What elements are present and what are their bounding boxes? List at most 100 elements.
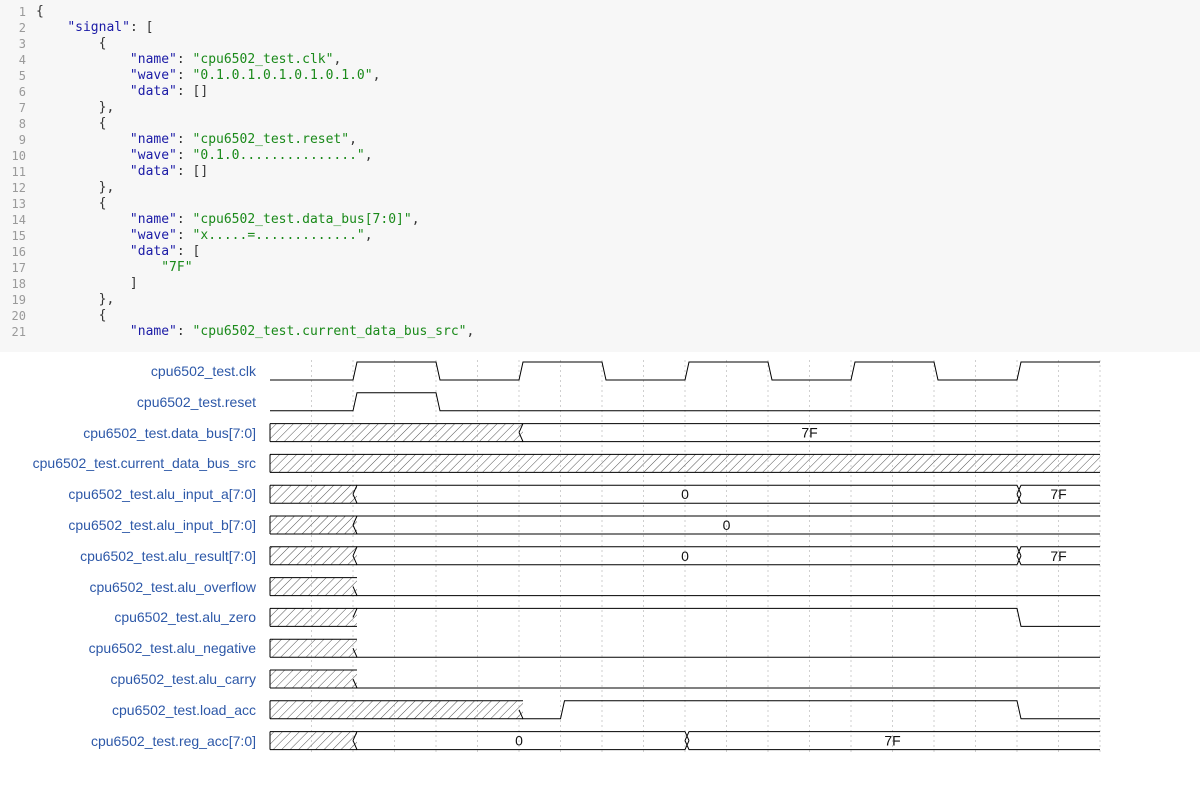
- signal-label: cpu6502_test.clk: [150, 363, 256, 379]
- json-punct: :: [176, 68, 193, 83]
- signal-trace: [352, 647, 1100, 658]
- json-punct: },: [36, 180, 115, 195]
- signal-row: [269, 638, 1100, 658]
- json-string: "0.1.0.1.0.1.0.1.0.1.0": [192, 68, 373, 83]
- bus-segment: [1016, 484, 1100, 504]
- undefined-outline: [269, 546, 357, 566]
- json-punct: [36, 228, 130, 243]
- json-string: "cpu6502_test.reset": [192, 132, 350, 147]
- json-key: "name": [129, 212, 177, 227]
- undefined-segment: [270, 546, 357, 565]
- json-punct: [36, 164, 130, 179]
- undefined-segment: [270, 423, 523, 442]
- bus-segment: [352, 515, 1100, 535]
- line-number: 15: [11, 229, 26, 243]
- bus-value: 0: [681, 548, 689, 564]
- code-text: "data": []: [36, 164, 208, 180]
- json-punct: {: [36, 308, 107, 323]
- json-key: "wave": [129, 148, 177, 163]
- bus-value: 7F: [801, 425, 817, 441]
- signal-label: cpu6502_test.load_acc: [112, 701, 256, 718]
- undefined-outline: [269, 515, 357, 535]
- json-punct: {: [36, 196, 107, 211]
- code-editor[interactable]: 1{2 "signal": [3 {4 "name": "cpu6502_tes…: [0, 0, 1200, 352]
- json-punct: ,: [466, 324, 475, 339]
- json-punct: ,: [411, 212, 420, 227]
- line-number: 20: [11, 309, 26, 323]
- signal-label: cpu6502_test.alu_result[7:0]: [80, 547, 256, 564]
- json-punct: :: [176, 324, 193, 339]
- signal-label: cpu6502_test.reset: [136, 393, 256, 410]
- json-key: "wave": [129, 228, 177, 243]
- json-string: "cpu6502_test.current_data_bus_src": [192, 324, 467, 339]
- json-punct: [36, 52, 130, 67]
- json-punct: : []: [176, 84, 209, 99]
- line-number: 12: [11, 181, 26, 195]
- json-key: "data": [129, 164, 177, 179]
- undefined-outline: [269, 700, 523, 720]
- code-text: "name": "cpu6502_test.data_bus[7:0]",: [36, 212, 420, 228]
- code-text: "wave": "0.1.0...............",: [36, 148, 373, 164]
- code-text: },: [36, 180, 115, 196]
- signal-label: cpu6502_test.alu_negative: [88, 640, 256, 657]
- json-punct: [36, 244, 130, 259]
- json-punct: {: [36, 4, 44, 19]
- signal-row: [270, 392, 1100, 412]
- undefined-outline: [269, 731, 357, 751]
- undefined-outline: [269, 607, 357, 627]
- json-punct: [36, 260, 161, 275]
- bus-value: 0: [681, 486, 689, 502]
- bus-value: 0: [723, 517, 731, 533]
- json-punct: ]: [36, 276, 138, 291]
- undefined-segment: [270, 700, 523, 719]
- json-punct: : []: [176, 164, 209, 179]
- code-text: ]: [36, 276, 138, 292]
- signal-label: cpu6502_test.alu_overflow: [89, 578, 256, 595]
- json-punct: ,: [349, 132, 357, 147]
- json-punct: [36, 132, 130, 147]
- line-number: 11: [11, 165, 26, 179]
- json-punct: },: [36, 100, 115, 115]
- signal-trace: [518, 700, 1100, 720]
- line-number: 8: [18, 117, 26, 131]
- code-text: "name": "cpu6502_test.reset",: [36, 132, 357, 148]
- json-punct: [36, 20, 67, 35]
- json-string: "x.....=.............": [192, 228, 365, 243]
- json-punct: :: [176, 148, 193, 163]
- signal-label: cpu6502_test.alu_carry: [110, 671, 256, 687]
- signal-row: [269, 607, 1100, 627]
- signal-row: [269, 453, 1100, 473]
- code-text: "signal": [: [36, 20, 153, 36]
- undefined-segment: [270, 731, 357, 750]
- json-key: "name": [129, 132, 177, 147]
- code-text: "data": [: [36, 244, 200, 260]
- signal-row: 0: [269, 515, 1100, 535]
- undefined-outline: [269, 638, 357, 658]
- undefined-segment: [270, 485, 357, 504]
- signal-row: [269, 669, 1100, 689]
- line-number-gutter: [0, 0, 28, 352]
- undefined-segment: [270, 577, 357, 596]
- code-text: "name": "cpu6502_test.clk",: [36, 52, 341, 68]
- code-text: "wave": "0.1.0.1.0.1.0.1.0.1.0",: [36, 68, 380, 84]
- json-punct: },: [36, 292, 115, 307]
- undefined-segment: [270, 639, 357, 658]
- json-punct: :: [176, 132, 193, 147]
- line-number: 7: [18, 101, 26, 115]
- json-punct: {: [36, 116, 107, 131]
- code-text: "data": []: [36, 84, 208, 100]
- json-key: "data": [129, 244, 177, 259]
- signal-row: [269, 577, 1100, 597]
- json-punct: ,: [333, 52, 342, 67]
- bus-value: 0: [515, 733, 523, 749]
- json-key: "name": [129, 324, 177, 339]
- undefined-segment: [270, 670, 357, 688]
- undefined-segment: [270, 516, 357, 534]
- line-number: 19: [11, 293, 26, 307]
- json-punct: {: [36, 36, 107, 51]
- line-number: 17: [11, 261, 26, 275]
